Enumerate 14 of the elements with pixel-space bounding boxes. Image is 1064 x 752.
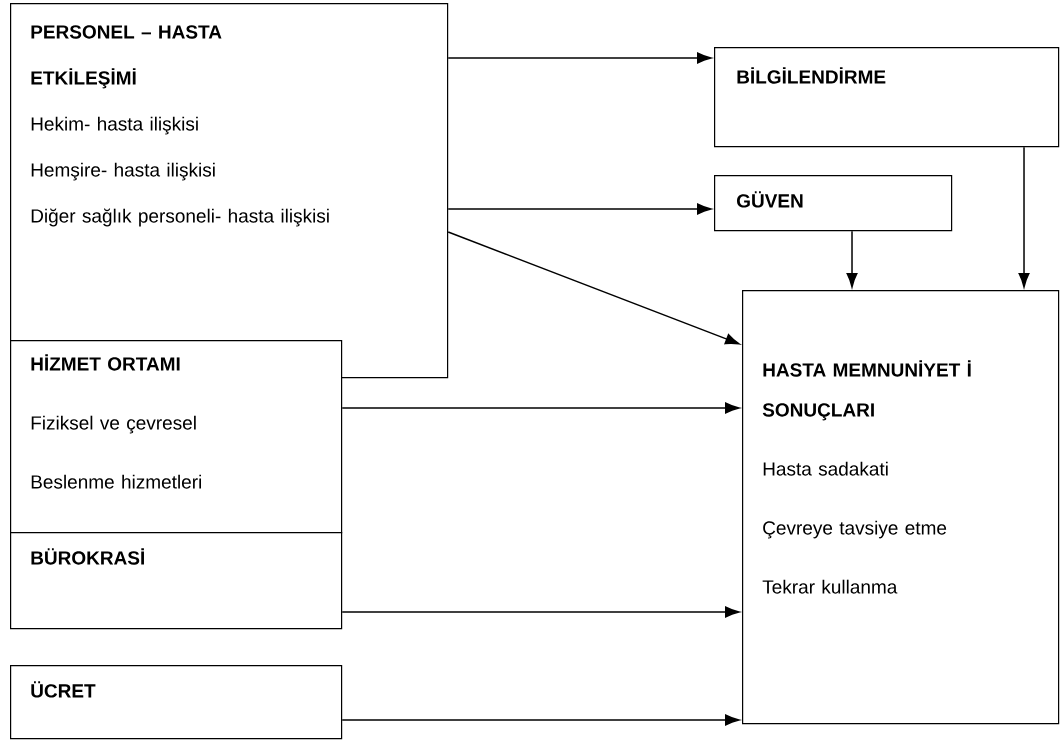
arrow xyxy=(341,714,740,726)
arrow xyxy=(447,231,740,345)
text-box: BÜROKRASİ xyxy=(10,532,343,630)
text-box: BİLGİLENDİRME xyxy=(714,47,1060,148)
arrow xyxy=(447,52,712,64)
arrow xyxy=(341,402,740,414)
text-box: ÜCRET xyxy=(10,665,343,740)
text-box: HASTA MEMNUNİYET İ SONUÇLARI Hasta sadakati Çevreye tavsiye etme Tekrar kullanma xyxy=(742,290,1060,725)
arrow xyxy=(341,606,740,618)
text-box: HİZMET ORTAMI Fiziksel ve çevresel Beslenme hizmetleri xyxy=(10,340,343,534)
arrow xyxy=(1018,146,1030,288)
arrow xyxy=(846,230,858,288)
arrow xyxy=(447,203,712,215)
text-box: GÜVEN xyxy=(714,175,953,232)
